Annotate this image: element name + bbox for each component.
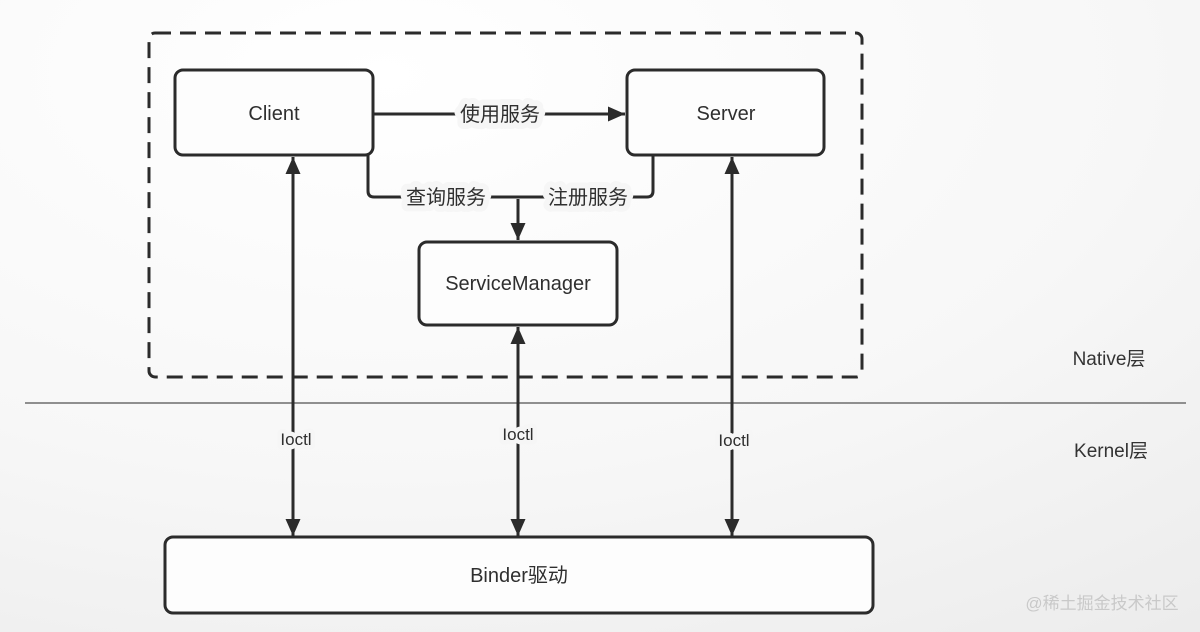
native-layer-label: Native层 [1073,349,1146,370]
query-register-connector [366,155,655,199]
query-service-label: 查询服务 [406,186,486,209]
service-manager-label: ServiceManager [445,273,591,295]
ioctl-label-service-manager: Ioctl [502,425,533,444]
client-box [173,68,375,157]
binder-driver-label: Binder驱动 [470,564,568,587]
ioctl-label-server: Ioctl [718,431,749,450]
service-manager-box [417,240,619,327]
native-layer-dashed-box [147,31,864,379]
server-label: Server [697,103,756,125]
ioctl-label-client: Ioctl [280,430,311,449]
binder-driver-box [163,535,875,615]
use-service-label: 使用服务 [460,103,540,126]
register-service-label: 注册服务 [548,186,628,209]
client-label: Client [248,103,300,125]
kernel-layer-label: Kernel层 [1074,441,1148,462]
server-box [625,68,826,157]
watermark: @稀土掘金技术社区 [1025,594,1178,613]
